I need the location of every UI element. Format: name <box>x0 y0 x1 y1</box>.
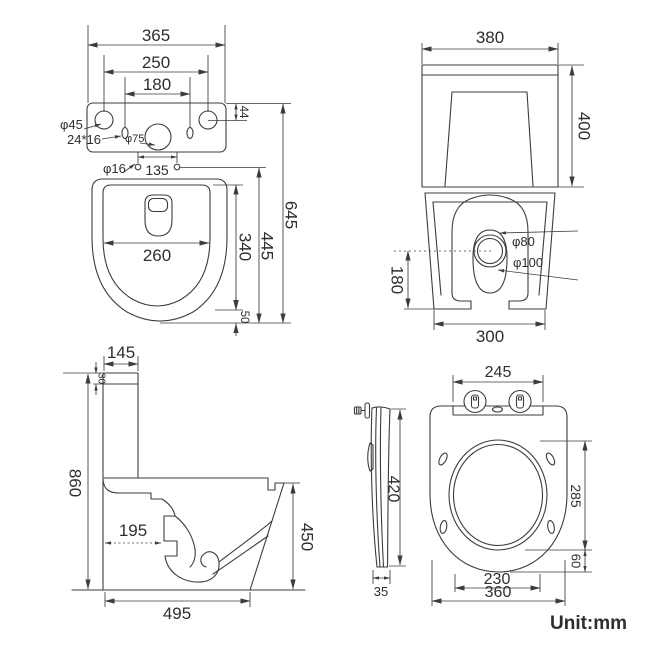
dim-bowl-inner-length: 340 <box>236 233 255 261</box>
dim-fix-hole-spacing: 135 <box>145 162 169 178</box>
label-fix-hole-dia: φ16 <box>103 161 126 176</box>
bumper-top-right <box>545 452 556 466</box>
dim-overall-depth: 495 <box>163 604 191 623</box>
seat-opening-outer <box>448 439 548 551</box>
bowl-outer-outline <box>91 178 228 322</box>
hinge-plate <box>452 405 544 416</box>
hinge-center-oval <box>491 406 504 413</box>
trap-oval <box>472 229 508 294</box>
tank-side-outline <box>102 372 139 479</box>
dim-bowl-length: 445 <box>258 232 277 260</box>
dim-lid-height: 30 <box>96 373 107 385</box>
plan-dimension-lines <box>83 25 291 336</box>
bumper-bottom-left <box>439 520 448 534</box>
label-side-hole-dia: φ45 <box>60 117 83 132</box>
bowl-inner-rim <box>102 184 211 307</box>
side-view: 145 30 860 195 450 495 <box>63 343 317 623</box>
seat-opening-inner <box>452 443 544 547</box>
seat-view: 245 420 35 285 60 230 360 <box>353 364 592 606</box>
dim-rim-height: 450 <box>298 523 317 551</box>
front-dimension-lines <box>394 43 584 330</box>
dim-tank-width: 380 <box>476 28 504 47</box>
fixing-hole-left <box>134 163 142 171</box>
flush-outlet-inner <box>147 197 169 213</box>
base-arch-foot-right <box>508 292 529 310</box>
dim-front-rim: 50 <box>238 311 250 324</box>
tank-hole-left <box>94 110 114 130</box>
hinge-circle-left <box>463 389 487 414</box>
dim-tank-depth: 145 <box>107 343 135 362</box>
base-arch <box>451 194 529 294</box>
label-center-hole-dia: φ75 <box>125 133 144 145</box>
bumper-top-left <box>438 452 448 466</box>
label-slot-size: 24*16 <box>67 132 101 147</box>
hinge-slot-left-notch <box>472 396 478 401</box>
dim-opening-width: 230 <box>484 571 511 588</box>
bumper-bottom-right <box>547 520 555 534</box>
hinge-bolt-flange <box>364 402 371 419</box>
tank-lid-lines <box>421 74 559 187</box>
dim-overall-height: 860 <box>66 469 85 497</box>
dim-base-width: 300 <box>476 327 504 346</box>
seat-side-profile <box>353 402 391 568</box>
seat-outline <box>429 405 568 573</box>
dim-front-margin: 60 <box>569 554 584 568</box>
plan-view: 365 250 180 44 φ45 24*16 φ75 φ16 135 260… <box>60 25 301 336</box>
dim-bowl-inner-width: 260 <box>143 246 171 265</box>
dim-hole-edge-offset: 44 <box>237 106 249 119</box>
dim-overall-width: 365 <box>142 26 170 45</box>
base-inner-panel <box>432 201 548 296</box>
front-view: 380 400 φ80 φ100 180 300 <box>388 28 594 346</box>
flush-outlet-outline <box>144 194 173 237</box>
seat-damper <box>367 442 374 472</box>
hinge-circle-right <box>508 389 532 414</box>
tank-hole-right <box>198 110 218 130</box>
dim-hole-spacing: 250 <box>142 53 170 72</box>
dim-tank-height: 400 <box>575 112 594 140</box>
dim-seat-thickness: 35 <box>374 584 388 599</box>
hinge-slot-right <box>515 394 525 409</box>
dim-hinge-plate-width: 245 <box>485 364 512 381</box>
trap-profile <box>102 479 273 583</box>
dim-hole-spacing-inner: 180 <box>143 75 171 94</box>
label-outlet-dia: φ100 <box>513 255 543 270</box>
dim-seat-width: 360 <box>485 584 512 601</box>
base-arch-foot-left <box>451 292 472 310</box>
dim-overall-length: 645 <box>282 201 301 229</box>
side-dimension-lines <box>63 356 300 607</box>
tank-slot-right <box>186 126 194 140</box>
unit-label: Unit:mm <box>550 613 627 634</box>
hinge-slot-left <box>470 394 480 409</box>
seat-dimension-lines <box>372 375 592 606</box>
tank-front-outline <box>421 64 559 188</box>
dim-outlet-height: 180 <box>388 266 407 294</box>
dim-seat-length: 420 <box>385 476 402 503</box>
hinge-bolt-head <box>353 406 362 415</box>
hinge-slot-right-notch <box>517 396 523 401</box>
tank-hole-center <box>144 123 172 151</box>
label-inlet-dia: φ80 <box>512 234 535 249</box>
dim-trap-setout: 195 <box>119 521 147 540</box>
dim-opening-length: 285 <box>568 484 584 508</box>
fixing-hole-right <box>173 163 181 171</box>
